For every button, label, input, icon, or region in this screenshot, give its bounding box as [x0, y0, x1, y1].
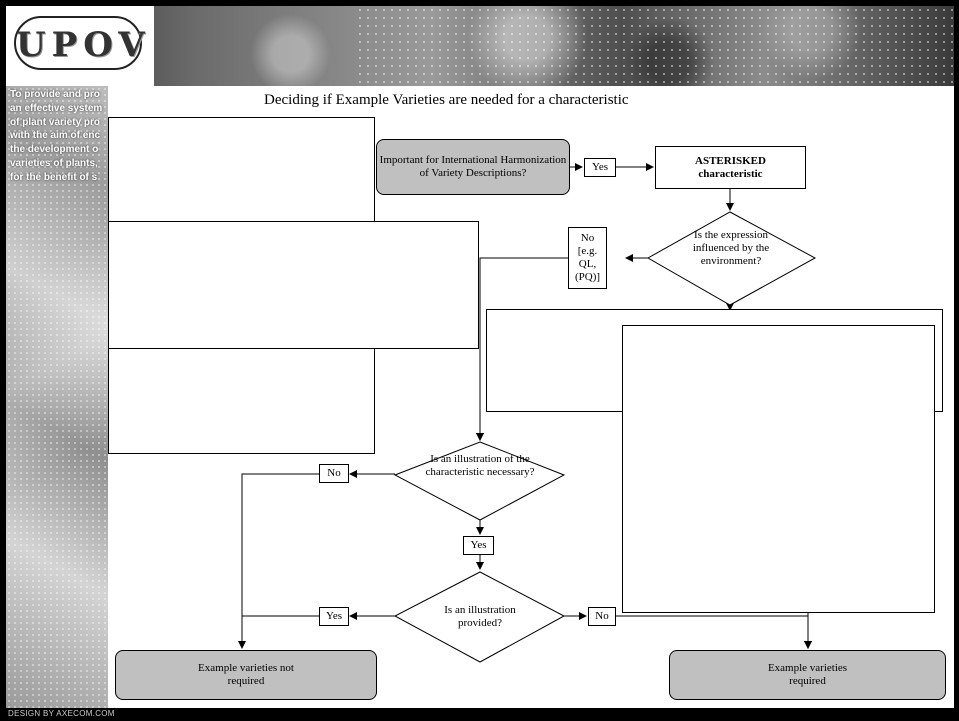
no-label-right: No: [588, 607, 616, 626]
mission-line: for the benefit of s: [10, 171, 98, 183]
no-label-left: No: [319, 464, 349, 483]
required-box: Example varieties required: [669, 650, 946, 700]
mission-line: with the aim of enc: [10, 130, 101, 142]
illustration-provided-diamond: [393, 571, 566, 663]
asterisked-characteristic-box: ASTERISKED characteristic: [655, 146, 806, 189]
mission-line: of plant variety pro: [10, 116, 101, 128]
design-credit: DESIGN BY AXECOM.COM: [8, 709, 115, 718]
no-environment-label: No [e.g. QL, (PQ)]: [568, 227, 607, 289]
not-required-box: Example varieties not required: [115, 650, 377, 700]
banner-texture: [356, 6, 954, 86]
environment-diamond: [646, 211, 817, 306]
mission-line: varieties of plants,: [10, 157, 98, 169]
mission-line: To provide and pro: [10, 89, 100, 100]
blank-panel-middle: [108, 221, 479, 349]
sidebar: To provide and pro an effective system o…: [6, 86, 108, 708]
upov-logo: UPOV: [14, 16, 145, 70]
illustration-necessary-question: Is an illustration of the characteristic…: [425, 453, 535, 478]
environment-question: Is the expression influenced by the envi…: [692, 229, 770, 267]
yes-label-middle: Yes: [463, 536, 494, 555]
illustration-provided-question: Is an illustration provided?: [444, 604, 516, 629]
asterisked-line-1: ASTERISKED: [695, 154, 766, 167]
logo-area: UPOV: [6, 6, 154, 86]
blank-panel-right-tall: [622, 325, 935, 613]
header-banner: [6, 6, 954, 86]
mission-line: the development o: [10, 144, 99, 156]
important-harmonization-box: Important for International Harmonizatio…: [376, 139, 570, 195]
yes-label-left: Yes: [319, 607, 349, 626]
asterisked-line-2: characteristic: [698, 167, 763, 180]
mission-line: an effective system: [10, 102, 103, 114]
slide-title: Deciding if Example Varieties are needed…: [264, 92, 629, 108]
mission-statement: To provide and pro an effective system o…: [10, 88, 108, 185]
yes-label-top: Yes: [584, 158, 616, 177]
sidebar-texture: [6, 86, 108, 708]
arrow-no-to-not-required: [238, 473, 319, 649]
